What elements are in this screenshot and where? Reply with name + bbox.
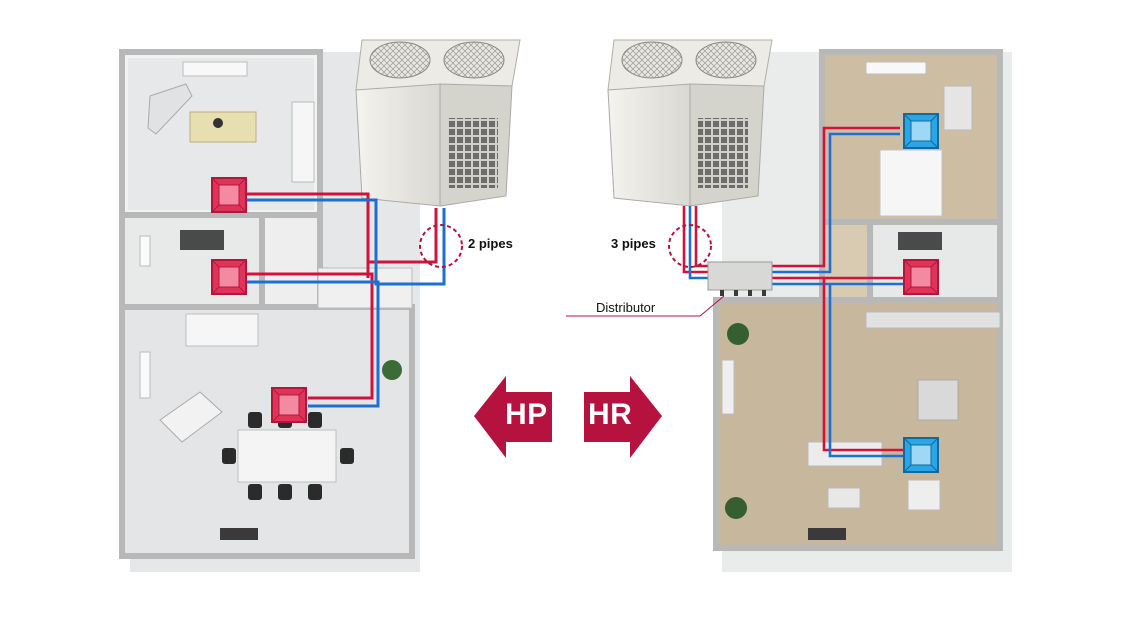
armchair [907, 479, 941, 511]
hr-arrow [584, 376, 662, 458]
right-outdoor-unit [607, 39, 773, 207]
meeting-chairs [222, 412, 354, 500]
indoor-unit-left-1 [211, 177, 247, 213]
meeting-table [237, 429, 337, 483]
right-pipe-label: 3 pipes [611, 236, 656, 251]
indoor-unit-right-2 [903, 259, 939, 295]
bed [879, 149, 943, 217]
indoor-unit-left-3 [271, 387, 307, 423]
living-sofa [807, 441, 883, 467]
distributor-label: Distributor [596, 300, 656, 315]
floor-grate [220, 528, 258, 540]
left-pipe-circle [419, 224, 463, 268]
indoor-unit-right-3 [903, 437, 939, 473]
desk [189, 111, 257, 143]
crib [943, 85, 973, 131]
lounge-bench [159, 391, 223, 443]
corridor [259, 212, 323, 310]
office-sofa [147, 83, 193, 135]
left-pipes [246, 192, 446, 408]
home-plant-top [727, 323, 749, 345]
indoor-unit-left-2 [211, 259, 247, 295]
plant [382, 360, 402, 380]
skylight [182, 61, 248, 77]
indoor-unit-right-1 [903, 113, 939, 149]
left-pipe-label: 2 pipes [468, 236, 513, 251]
home-plant-bottom [725, 497, 747, 519]
kitchen-counter [865, 311, 1001, 329]
right-pipe-circle [668, 224, 712, 268]
hr-label: HR [588, 398, 633, 431]
coffee-table [827, 487, 861, 509]
right-building [713, 49, 1012, 572]
dining-table [917, 379, 959, 421]
right-pipes [682, 126, 904, 458]
distributor-leader-line [566, 295, 725, 317]
left-pipe-blue [246, 198, 446, 286]
bathroom-counter [180, 230, 224, 250]
reception-desk [185, 313, 259, 347]
hp-label: HP [505, 398, 548, 431]
distributor-box [707, 261, 773, 291]
living-room [713, 297, 1003, 551]
hp-arrow [474, 376, 552, 458]
left-outdoor-unit [355, 39, 521, 207]
